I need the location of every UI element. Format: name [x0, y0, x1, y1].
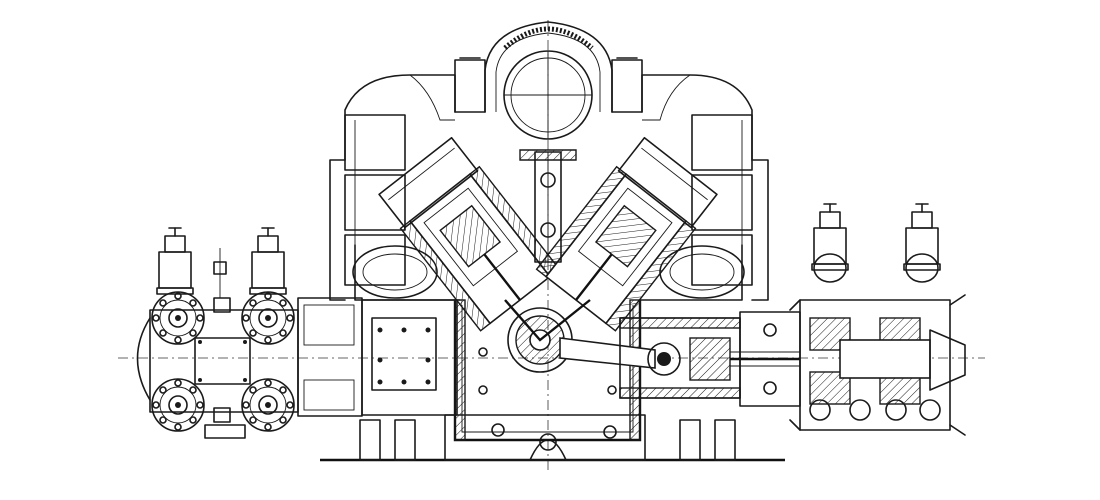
valve-cap-left-1 — [156, 227, 194, 295]
turbocharger-housing — [454, 21, 643, 140]
valve-cap-left-2 — [249, 227, 287, 295]
distance-piece — [739, 311, 801, 407]
air-duct-left — [329, 74, 456, 301]
central-pump — [519, 149, 577, 263]
cylinder-bank-left — [378, 136, 561, 332]
connecting-rod — [559, 337, 681, 376]
foundation-base — [320, 414, 785, 462]
compressor-left — [136, 248, 458, 439]
cylinder-bank-right — [535, 136, 718, 332]
flange-left-upper-2 — [241, 291, 295, 345]
flange-left-lower-2 — [241, 378, 295, 432]
compressor-right — [789, 253, 966, 436]
flange-left-upper-1 — [151, 291, 205, 345]
flange-left-lower-1 — [151, 378, 205, 432]
